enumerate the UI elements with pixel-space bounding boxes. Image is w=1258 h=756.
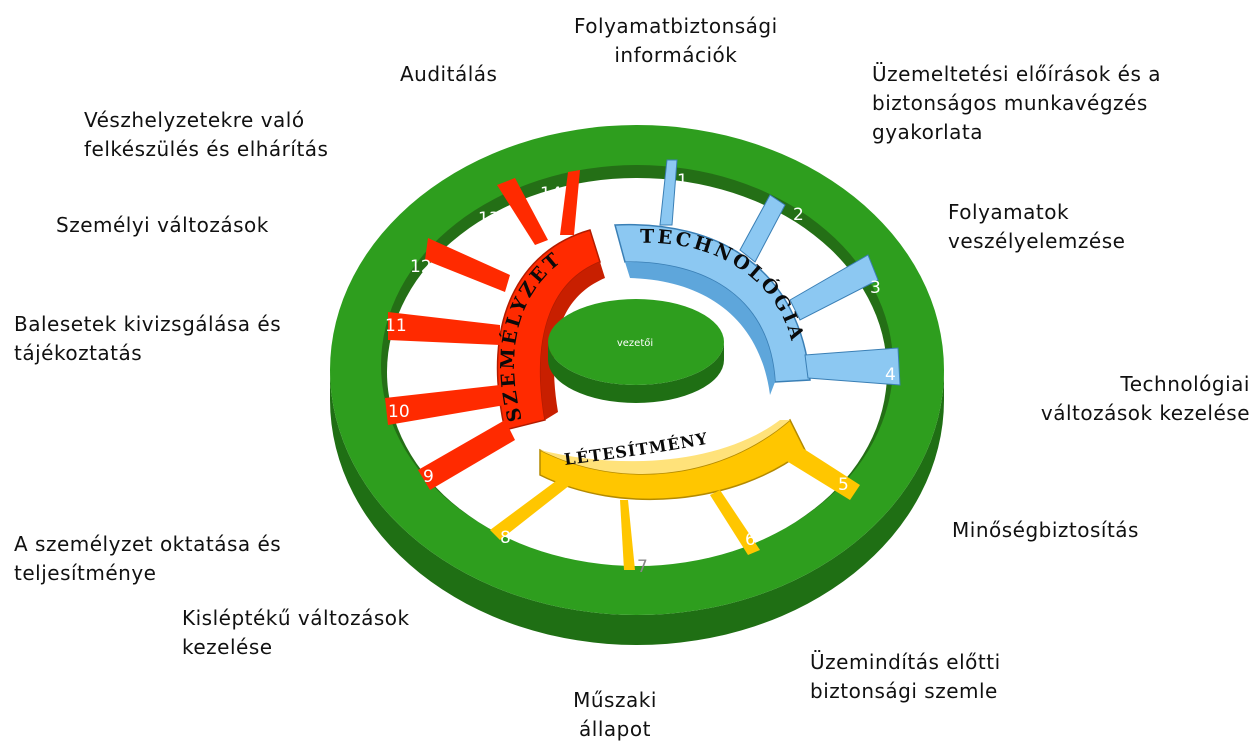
label-line: Üzemeltetési előírások és a [872, 62, 1161, 86]
spoke-number: 14 [540, 184, 562, 204]
label-line: felkészülés és elhárítás [84, 137, 329, 161]
spoke-number: 12 [410, 257, 432, 277]
spoke-number: 13 [478, 209, 500, 229]
label-process-hazard-analysis: Folyamatok veszélyelemzése [948, 198, 1125, 256]
label-line: biztonságos munkavégzés [872, 91, 1148, 115]
label-line: A személyzet oktatása és [14, 532, 282, 556]
spoke-number: 2 [793, 205, 804, 225]
label-personnel-changes: Személyi változások [56, 211, 269, 240]
label-mechanical-integrity: Műszaki állapot [560, 686, 670, 744]
label-process-safety-information: Folyamatbiztonsági információk [574, 12, 778, 70]
label-training: A személyzet oktatása és teljesítménye [14, 530, 281, 588]
spoke-number: 8 [500, 528, 511, 548]
spoke-number: 7 [637, 557, 648, 577]
label-emergency-preparedness: Vészhelyzetekre való felkészülés és elhá… [84, 106, 328, 164]
label-line: gyakorlata [872, 120, 984, 144]
label-quality-assurance: Minőségbiztosítás [952, 516, 1139, 545]
management-hub: vezetői [548, 299, 724, 403]
label-line: változások kezelése [1040, 401, 1250, 425]
label-operating-procedures: Üzemeltetési előírások és a biztonságos … [872, 60, 1161, 147]
label-line: Kisléptékű változások [182, 606, 410, 630]
label-pre-startup-review: Üzemindítás előtti biztonsági szemle [810, 648, 1001, 706]
spoke-number: 10 [388, 402, 410, 422]
personnel-sector: SZEMÉLYZET [385, 170, 605, 490]
spoke-number: 11 [385, 316, 407, 336]
label-line: kezelése [182, 635, 273, 659]
label-line: Műszaki [573, 688, 657, 712]
label-line: információk [614, 43, 738, 67]
spoke-numbers: 1 2 3 4 5 6 7 8 9 10 11 12 13 14 [385, 171, 896, 577]
label-line: Minőségbiztosítás [952, 518, 1139, 542]
label-line: teljesítménye [14, 561, 157, 585]
spoke-number: 5 [838, 475, 849, 495]
label-line: veszélyelemzése [948, 229, 1126, 253]
spoke-number: 1 [677, 171, 688, 191]
label-line: Technológiai [1120, 372, 1250, 396]
label-line: Auditálás [400, 62, 498, 86]
label-line: Folyamatok [948, 200, 1070, 224]
label-line: Üzemindítás előtti [810, 650, 1001, 674]
label-line: állapot [579, 717, 651, 741]
hub-label: vezetői [617, 337, 653, 349]
label-line: Személyi változások [56, 213, 269, 237]
label-line: biztonsági szemle [810, 679, 998, 703]
label-incident-investigation: Balesetek kivizsgálása és tájékoztatás [14, 310, 281, 368]
spoke-number: 4 [885, 365, 896, 385]
spoke-number: 9 [423, 467, 434, 487]
label-minor-changes: Kisléptékű változások kezelése [182, 604, 410, 662]
label-line: Balesetek kivizsgálása és [14, 312, 282, 336]
spoke-number: 6 [745, 530, 756, 550]
spoke-number: 3 [870, 278, 881, 298]
label-management-of-change: Technológiai változások kezelése [1000, 370, 1250, 428]
label-auditing: Auditálás [400, 60, 497, 89]
label-line: tájékoztatás [14, 341, 143, 365]
label-line: Vészhelyzetekre való [84, 108, 305, 132]
label-line: Folyamatbiztonsági [574, 14, 778, 38]
